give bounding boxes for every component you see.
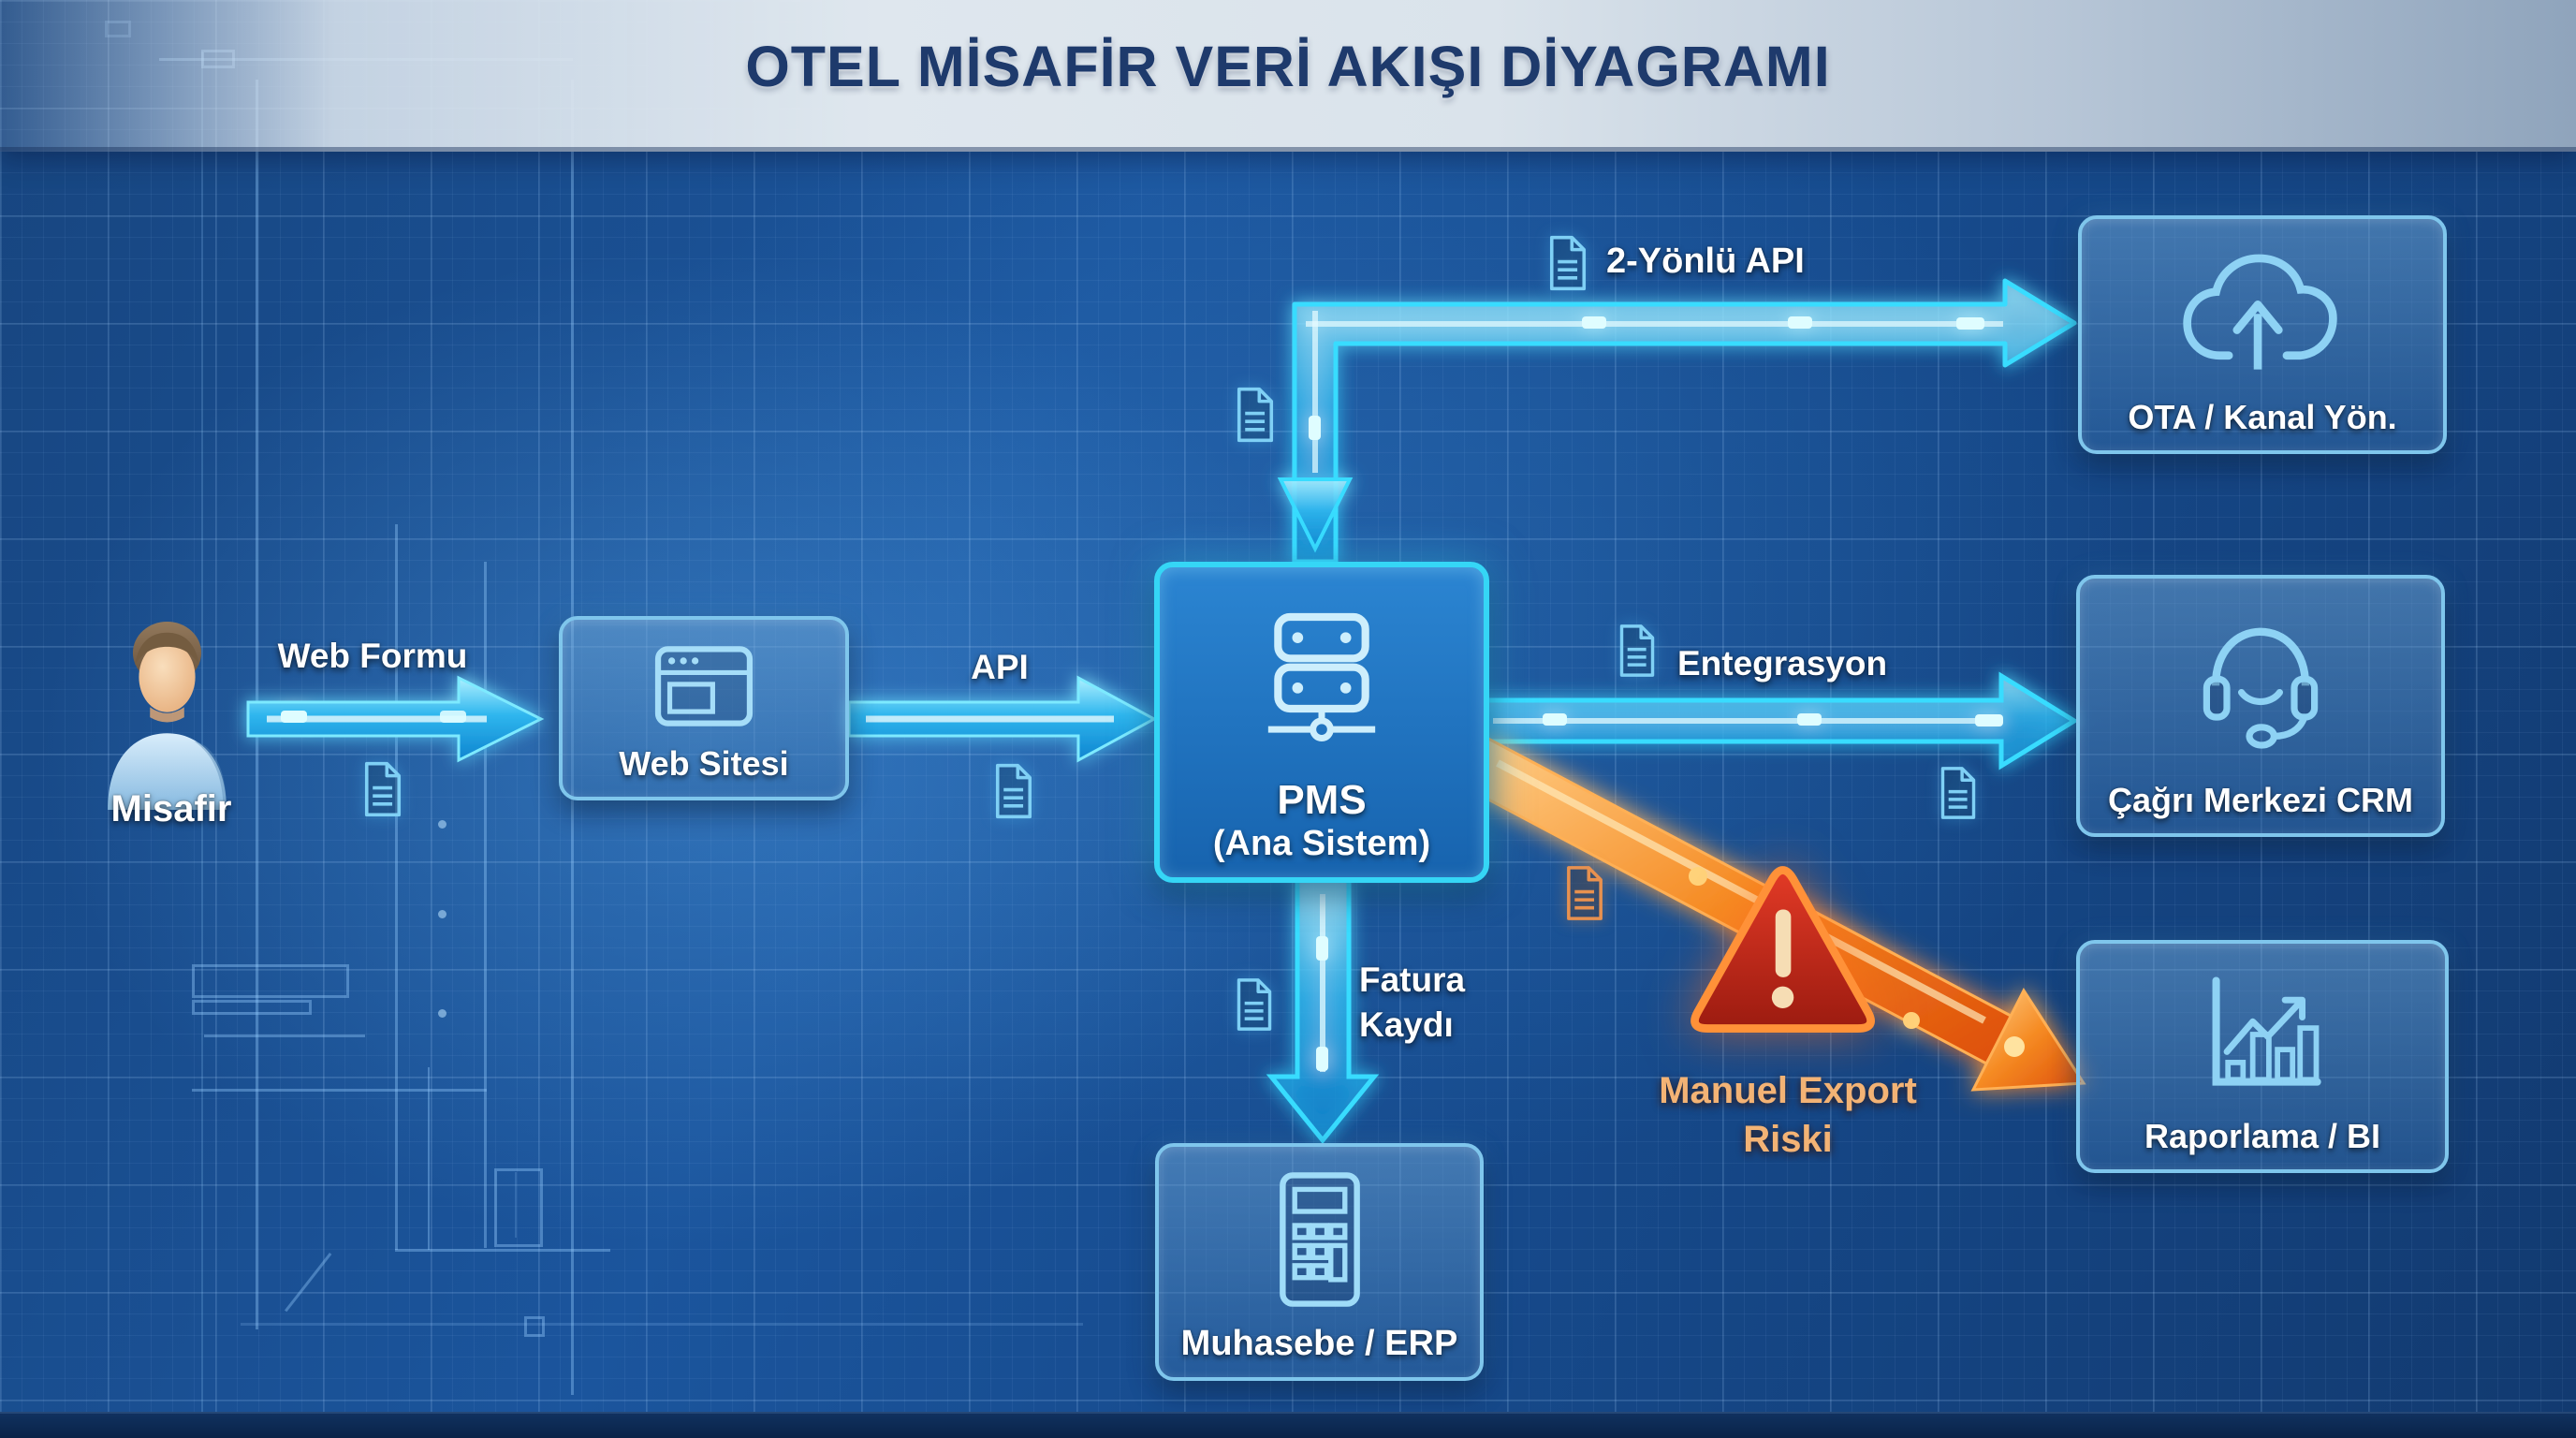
two-way-api-arrow: [1277, 278, 2077, 565]
document-icon: [1938, 764, 1979, 822]
node-ota: OTA / Kanal Yön.: [2078, 215, 2447, 454]
browser-icon: [654, 645, 754, 726]
pms-sublabel: (Ana Sistem): [1212, 824, 1431, 863]
invoice-arrow: [1266, 877, 1380, 1144]
reporting-label: Raporlama / BI: [2144, 1117, 2381, 1155]
bar-chart-icon: [2212, 976, 2321, 1086]
manual-export-warning: [1685, 854, 1886, 1050]
document-icon: [992, 760, 1035, 822]
node-website: Web Sitesi: [559, 616, 849, 800]
api-arrow: [847, 675, 1158, 763]
warning-triangle-icon: [1690, 866, 1875, 1033]
web-form-arrow: [246, 675, 545, 763]
ota-label: OTA / Kanal Yön.: [2128, 398, 2397, 436]
title-banner: [0, 0, 2576, 152]
guest-label: Misafir: [110, 788, 232, 829]
headset-icon: [2203, 627, 2319, 749]
calculator-icon: [1279, 1171, 1360, 1307]
document-icon-orange: [1563, 865, 1606, 921]
document-icon: [1617, 622, 1658, 680]
website-label: Web Sitesi: [619, 744, 789, 783]
accounting-label: Muhasebe / ERP: [1180, 1324, 1458, 1363]
bottom-bar: [0, 1412, 2576, 1438]
invoice-label-line2: Kaydı: [1359, 1005, 1454, 1044]
cloud-upload-icon: [2183, 254, 2337, 370]
document-icon: [1234, 976, 1275, 1034]
manual-export-risk-label-line2: Riski: [1743, 1119, 1833, 1160]
document-icon: [1234, 386, 1277, 444]
node-pms: PMS (Ana Sistem): [1154, 562, 1489, 883]
web-form-label: Web Formu: [277, 637, 468, 675]
server-icon: [1267, 612, 1376, 741]
guest-figure: [90, 609, 244, 814]
document-icon: [1546, 234, 1589, 292]
integration-arrow: [1474, 671, 2079, 770]
node-accounting: Muhasebe / ERP: [1155, 1143, 1484, 1381]
document-icon: [361, 758, 404, 820]
two-way-api-label: 2-Yönlü API: [1606, 242, 1805, 281]
user-icon: [108, 621, 227, 810]
api-label: API: [971, 648, 1029, 686]
node-reporting: Raporlama / BI: [2076, 940, 2449, 1173]
invoice-label-line1: Fatura: [1359, 961, 1466, 999]
integration-label: Entegrasyon: [1677, 644, 1888, 682]
pms-label: PMS: [1277, 777, 1367, 823]
page-title: OTEL MİSAFİR VERİ AKIŞI DİYAGRAMI: [745, 35, 1831, 98]
node-crm: Çağrı Merkezi CRM: [2076, 575, 2445, 837]
crm-label: Çağrı Merkezi CRM: [2107, 781, 2414, 819]
manual-export-risk-label-line1: Manuel Export: [1659, 1070, 1917, 1111]
